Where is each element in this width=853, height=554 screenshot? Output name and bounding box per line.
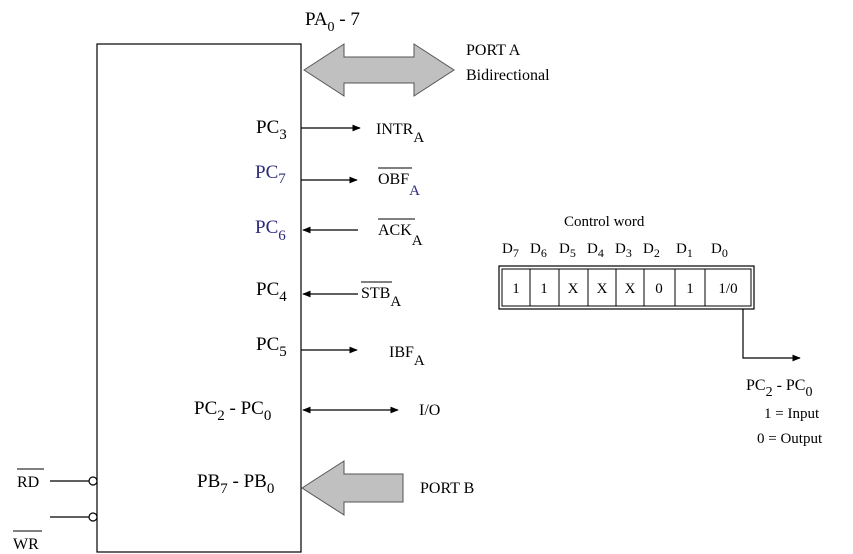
rd-pin-label: RD (17, 474, 39, 491)
d0-routing-arrow (742, 309, 801, 362)
port-a-bidirectional-arrow (303, 43, 455, 97)
pc3-pin-label: PC3 (256, 117, 287, 143)
port-a-mode: Bidirectional (466, 67, 550, 84)
obf-a-signal: OBFA (378, 171, 420, 199)
port-b-pin-label: PB7 - PB0 (197, 471, 274, 497)
port-a-label: PORT A (466, 42, 521, 59)
io-signal: I/O (419, 402, 440, 419)
pc4-pin-label: PC4 (256, 279, 287, 305)
rd-inversion-bubble (88, 476, 98, 486)
intr-a-signal: INTRA (376, 121, 424, 146)
bit-value-d7: 1 (512, 281, 520, 297)
bit-value-d4: X (597, 281, 608, 297)
pc5-pin-label: PC5 (256, 334, 287, 360)
port-b-label: PORT B (420, 480, 474, 497)
bit-label-d5: D5 (559, 241, 576, 260)
pc6-pin-label: PC6 (255, 217, 286, 244)
bit-value-d5: X (568, 281, 579, 297)
bit-value-d3: X (625, 281, 636, 297)
bit-label-d4: D4 (587, 241, 604, 260)
ack-a-signal: ACKA (378, 222, 423, 249)
bit-label-d0: D0 (711, 241, 728, 260)
d0-note-output: 0 = Output (757, 431, 823, 447)
bit-label-d2: D2 (643, 241, 660, 260)
control-word-bit-labels: D7 D6 D5 D4 D3 D2 D1 D0 (502, 241, 728, 260)
bit-value-d0: 1/0 (718, 281, 737, 297)
bit-cell-d0 (704, 268, 752, 307)
bit-cell-d6 (529, 268, 560, 307)
bit-value-d6: 1 (540, 281, 548, 297)
bit-cell-d5 (558, 268, 589, 307)
stb-a-signal: STBA (361, 285, 401, 310)
port-a-bus-label: PA0 - 7 (305, 9, 360, 35)
d0-target-label: PC2 - PC0 (746, 377, 812, 400)
ibf-a-signal: IBFA (389, 344, 425, 369)
pc7-pin-label: PC7 (255, 162, 286, 187)
bit-label-d3: D3 (615, 241, 632, 260)
chip-body (96, 43, 302, 553)
pc2-pc0-pin-label: PC2 - PC0 (194, 398, 271, 424)
bit-label-d6: D6 (530, 241, 547, 260)
bit-label-d7: D7 (502, 241, 519, 260)
d0-note-input: 1 = Input (764, 406, 820, 422)
bit-value-d2: 0 (655, 281, 663, 297)
wr-inversion-bubble (88, 512, 98, 522)
port-b-input-arrow (301, 460, 404, 516)
bit-cell-d4 (587, 268, 617, 307)
bit-label-d1: D1 (676, 241, 693, 260)
wr-pin-label: WR (13, 536, 39, 553)
control-word-register: 1 1 X X X 0 1 1/0 (498, 265, 755, 310)
bit-value-d1: 1 (686, 281, 694, 297)
bit-cell-d7 (501, 268, 531, 307)
bit-cell-d3 (615, 268, 645, 307)
control-word-title: Control word (564, 214, 645, 230)
